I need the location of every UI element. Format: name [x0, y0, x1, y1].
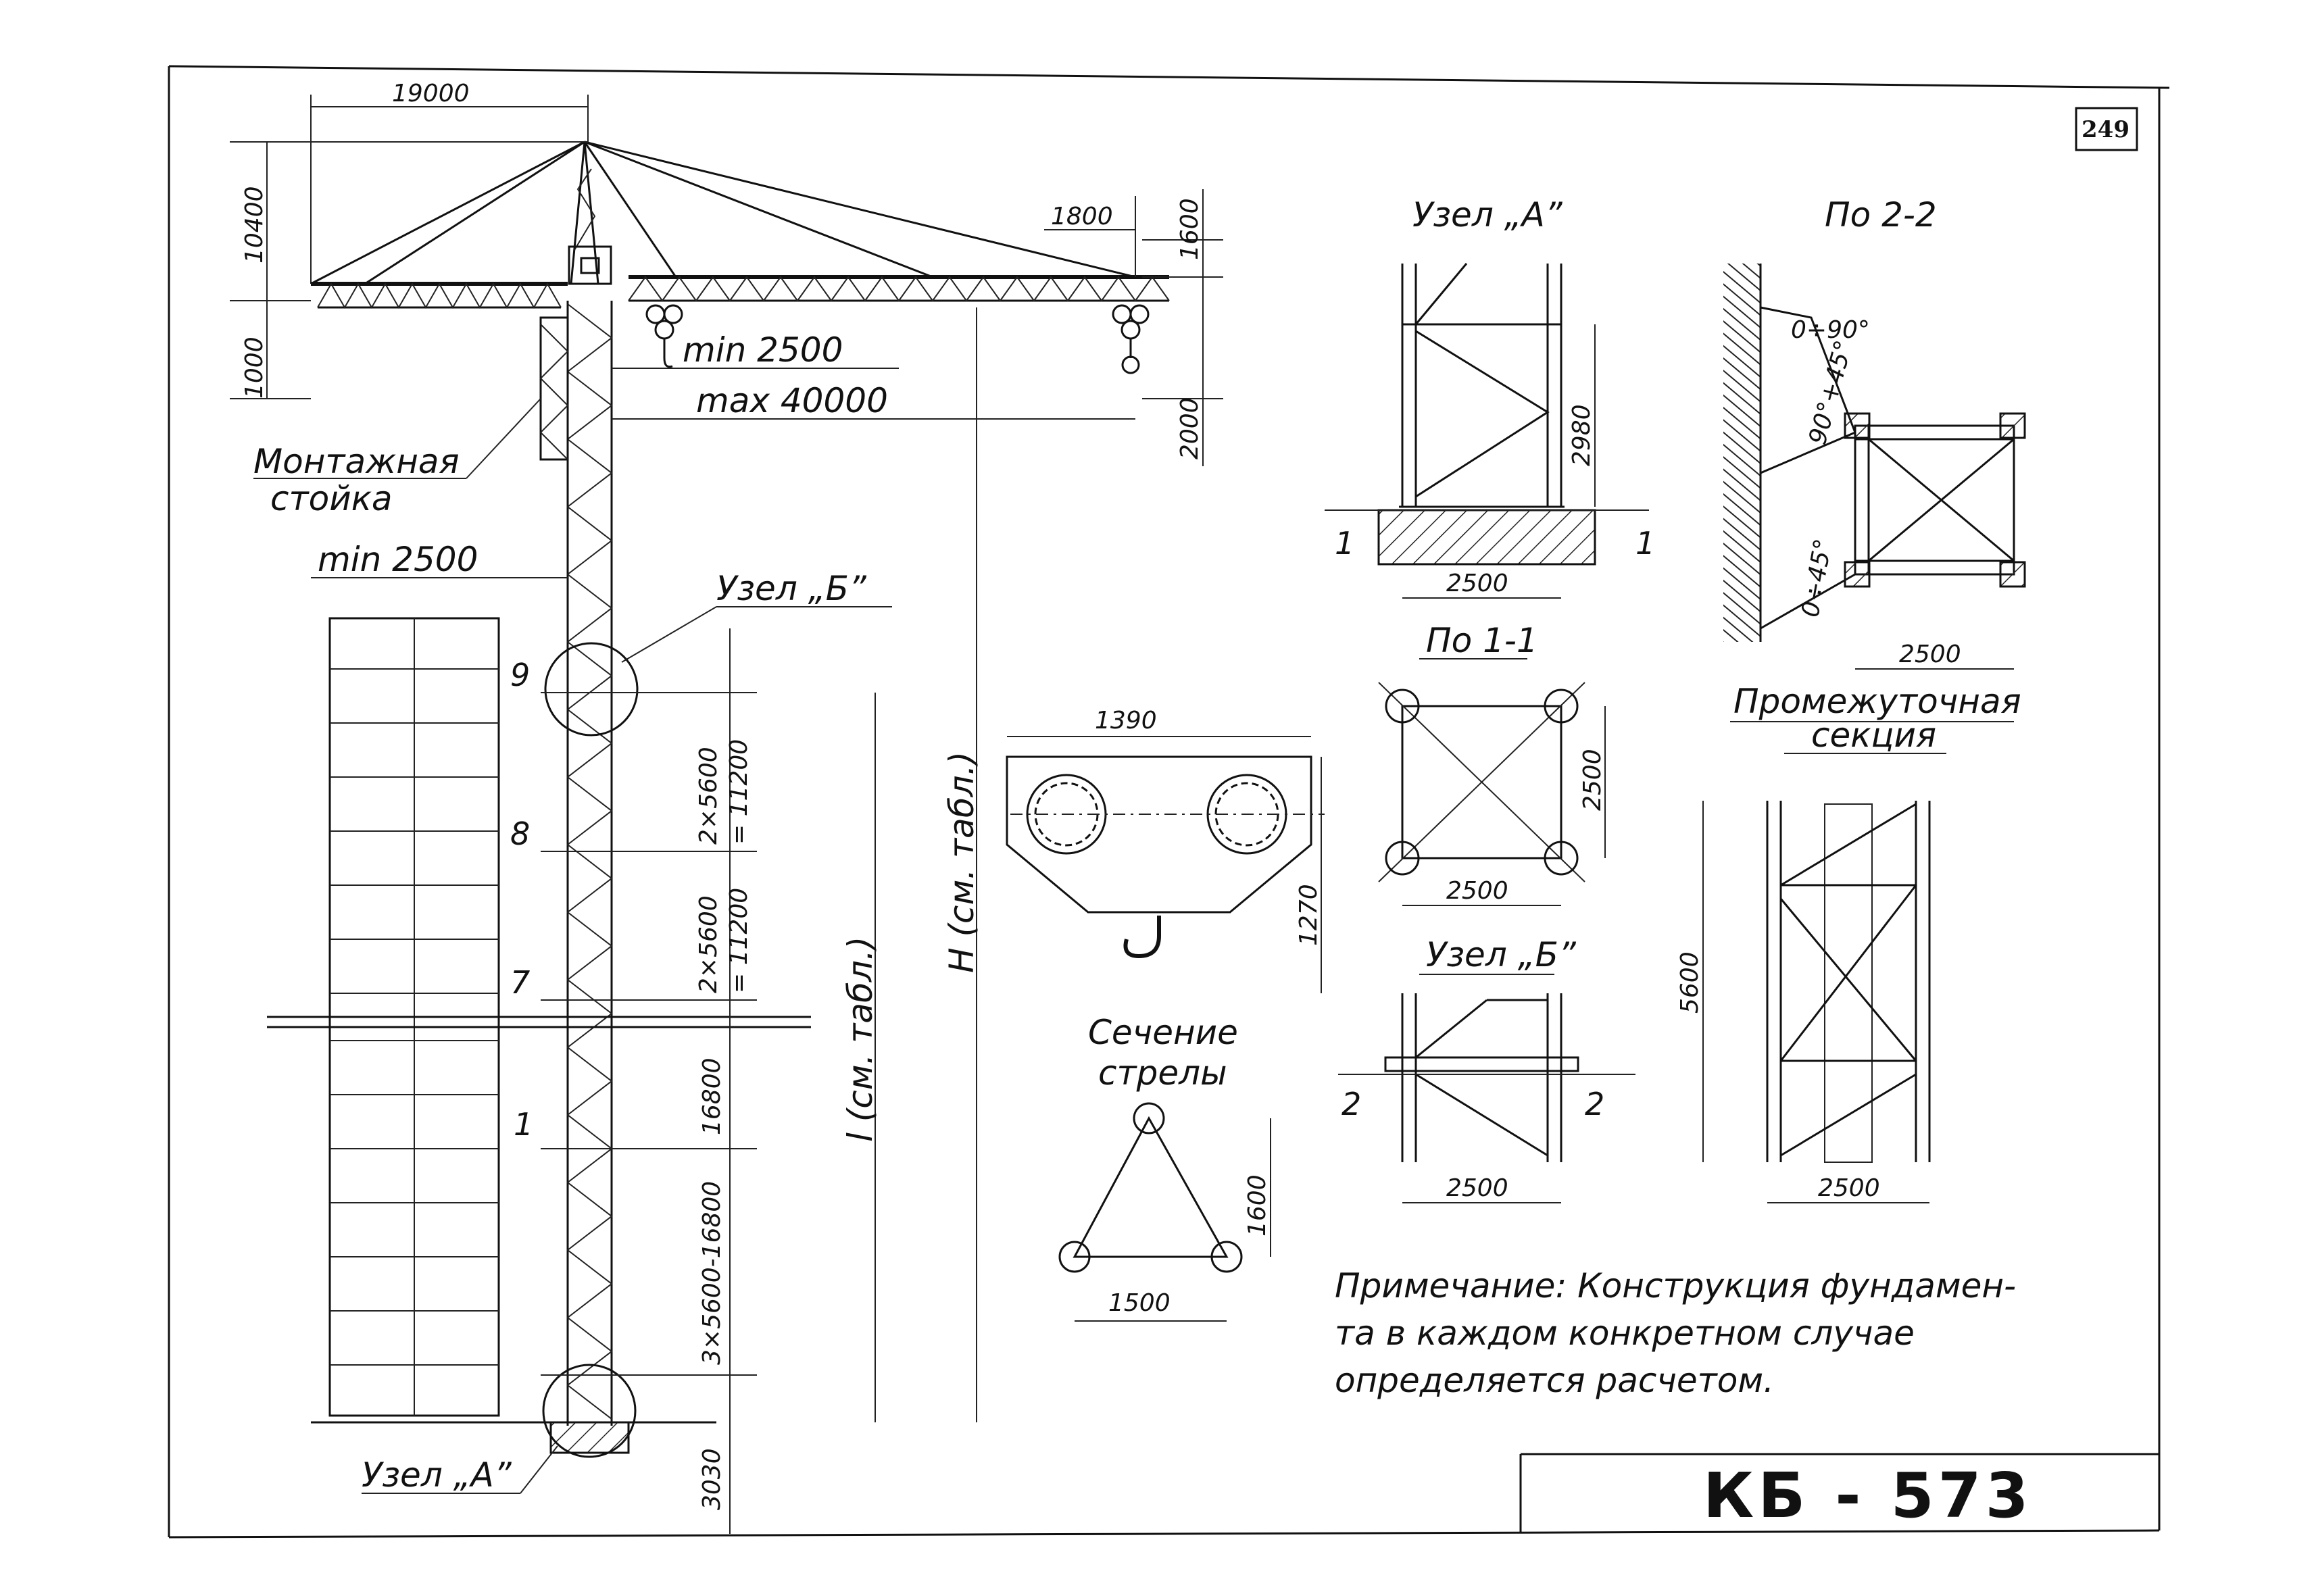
intermediate-title-1: Промежуточная [1733, 682, 2021, 721]
section-mark-8: 8 [510, 816, 530, 852]
section-2-2: По 2-2 0÷90° 90°+45° 0÷45° 2500 [1723, 195, 2026, 670]
intermediate-section: Промежуточная секция 5600 2500 [1676, 682, 2021, 1203]
dim-base-height: 3030 [698, 1448, 726, 1510]
section-1-1-height: 2500 [1579, 749, 1606, 811]
node-a-title: Узел „А” [1412, 195, 1563, 234]
section-2-2-width: 2500 [1899, 641, 1961, 668]
dim-total-height: H (см. табл.) [942, 751, 981, 973]
node-b-cut-left: 2 [1341, 1086, 1361, 1122]
node-b-label: Узел „Б” [716, 569, 867, 608]
note-line-2: та в каждом конкретном случае [1335, 1314, 1915, 1353]
node-a-height: 2980 [1568, 404, 1596, 466]
angle-top: 0÷90° [1791, 316, 1870, 344]
node-a-width: 2500 [1446, 570, 1508, 597]
drawing-note: Примечание: Конструкция фундамен- та в к… [1335, 1266, 2016, 1400]
node-b-callout-circle [544, 642, 639, 737]
section-mark-7: 7 [510, 964, 530, 1001]
dim-section-8-7: 2×5600 [695, 895, 722, 993]
jib-triangle-base: 1500 [1108, 1289, 1171, 1317]
section-2-2-title: По 2-2 [1825, 195, 1937, 234]
jib-section-title-1: Сечение [1088, 1013, 1238, 1052]
section-1-1-width: 2500 [1446, 877, 1508, 905]
jib-triangle-height: 1600 [1244, 1174, 1271, 1237]
intermediate-width: 2500 [1818, 1174, 1880, 1202]
crane-elevation: 9 8 7 1 19000 10400 1000 1800 1600 2000 … [230, 80, 1223, 1534]
node-a-label: Узел „А” [362, 1455, 512, 1495]
tower-head [568, 141, 612, 285]
counter-jib [311, 282, 568, 309]
dim-hook-height: l (см. табл.) [841, 937, 880, 1142]
dim-section-7-1: 16800 [698, 1057, 726, 1135]
note-line-1: Примечание: Конструкция фундамен- [1335, 1266, 2016, 1305]
dim-min-reach: min 2500 [683, 330, 843, 370]
section-mark-9: 9 [510, 657, 530, 693]
intermediate-title-2: секция [1811, 716, 1936, 755]
angle-bottom: 0÷45° [1796, 537, 1838, 619]
dim-hook-drop: 2000 [1176, 397, 1204, 459]
dim-section-8-7-total: = 11200 [725, 888, 753, 993]
section-mark-1: 1 [514, 1106, 533, 1143]
dim-max-reach: max 40000 [696, 381, 888, 420]
node-b-width: 2500 [1446, 1174, 1508, 1202]
node-a-callout-circle [542, 1364, 637, 1458]
jib-section-height: 1270 [1295, 884, 1323, 946]
node-a-detail: Узел „А” 1 1 2980 2500 [1325, 195, 1655, 599]
dim-below-jib: 1000 [241, 336, 268, 399]
node-b-cut-right: 2 [1585, 1086, 1604, 1122]
tower-mast [566, 301, 613, 1426]
section-1-1-title: По 1-1 [1426, 621, 1538, 660]
drawing-title: КБ - 573 [1703, 1460, 2033, 1532]
node-b-title: Узел „Б” [1426, 935, 1577, 974]
note-line-3: определяется расчетом. [1335, 1361, 1774, 1400]
dim-section-9-8-total: = 11200 [725, 739, 753, 845]
trolley-hook-near [645, 304, 683, 368]
assembly-rack [539, 316, 569, 461]
dim-counter-jib: 19000 [392, 80, 470, 107]
node-b-detail: Узел „Б” 2 2 2500 [1338, 935, 1635, 1203]
dim-section-1-base: 3×5600-16800 [698, 1181, 726, 1365]
jib-section-width: 1390 [1095, 707, 1157, 734]
node-a-cut-right: 1 [1635, 525, 1655, 562]
sheet-frame: 249 КБ - 573 [168, 65, 2170, 1539]
assembly-rack-label-1: Монтажная [253, 442, 460, 481]
intermediate-height: 5600 [1676, 951, 1704, 1014]
dim-building-clearance: min 2500 [318, 540, 478, 579]
dim-jib-end-height: 1600 [1176, 198, 1204, 260]
node-a-cut-left: 1 [1335, 525, 1354, 562]
page-number: 249 [2082, 116, 2130, 143]
building [267, 617, 811, 1417]
trolley-hook-far [1112, 304, 1150, 374]
dim-head-height: 10400 [241, 186, 268, 264]
jib [628, 275, 1170, 302]
assembly-rack-label-2: стойка [270, 479, 393, 518]
jib-section-title-2: стрелы [1098, 1053, 1227, 1093]
jib-section: 1390 1270 Сечение стрелы 1500 1600 [1006, 707, 1325, 1322]
dim-section-9-8: 2×5600 [695, 747, 722, 845]
section-1-1: По 1-1 2500 2500 [1378, 621, 1606, 906]
dim-hook-offset: 1800 [1051, 203, 1113, 230]
